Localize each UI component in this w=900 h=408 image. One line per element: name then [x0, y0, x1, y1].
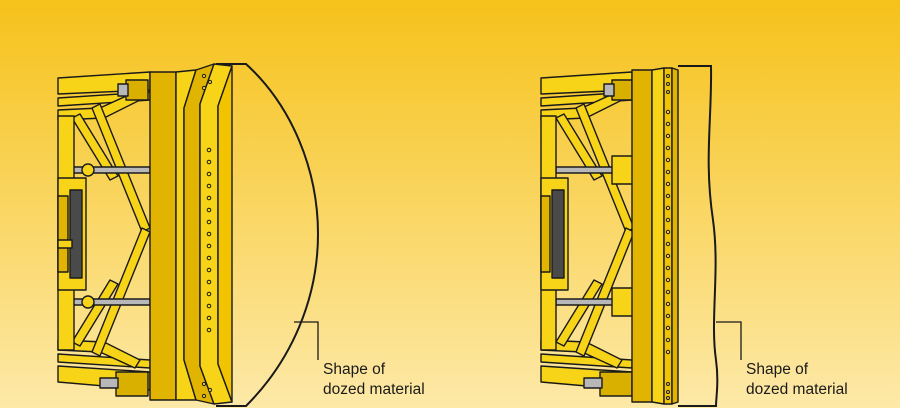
straight-blade-diagram	[540, 67, 679, 405]
straight-label-line1: Shape of	[746, 361, 809, 378]
straight-material-outline	[678, 65, 719, 407]
straight-label-leader-line	[716, 321, 742, 360]
straight-blade-label: Shape of dozed material	[746, 360, 848, 400]
straight-label-line2: dozed material	[746, 381, 848, 398]
curved-blade-diagram	[57, 63, 233, 405]
curved-label-leader-line	[294, 321, 319, 360]
curved-label-line1: Shape of	[323, 361, 386, 378]
curved-label-line2: dozed material	[323, 381, 425, 398]
curved-blade-label: Shape of dozed material	[323, 360, 425, 400]
curved-material-outline	[216, 63, 320, 407]
